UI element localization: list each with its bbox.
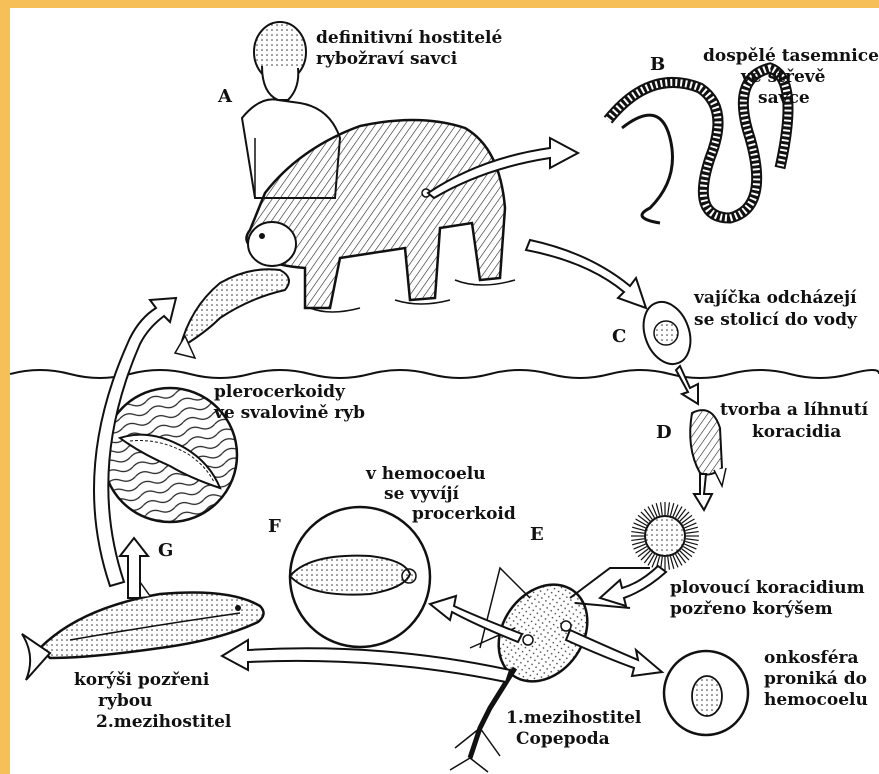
letter-g: G [158,540,173,561]
cilium [632,527,645,530]
label-onco-line3: hemocoelu [764,690,868,710]
cilium [632,541,645,544]
cilium [670,503,673,516]
cilium [685,541,698,544]
diagram-artwork [10,8,879,774]
letter-a: A [218,86,232,107]
cilium [644,553,652,563]
arrow-to-copepod [600,566,666,606]
label-eggs-line2: se stolicí do vody [694,310,857,330]
cilium [682,515,692,523]
cilium [686,539,699,541]
cilium [668,502,670,515]
letter-c: C [612,326,626,347]
cilium [631,532,644,534]
hatching-figure [690,410,726,486]
cilium [638,549,648,557]
label-float-line1: plovoucí koracidium [670,578,865,598]
letter-e: E [530,524,544,545]
label-adult-line2: ve střevě [741,67,826,87]
label-hatch-line2: koracidia [752,422,841,442]
label-plero-line2: ve svalovině ryb [214,403,365,423]
arrow-to-oncosphere [566,630,662,676]
fish-figure [22,582,264,680]
label-hemo-line2: se vyvíjí [384,484,459,504]
cilium [686,532,699,534]
letter-f: F [268,516,281,537]
cilium [680,551,689,560]
letter-b: B [650,54,665,75]
label-hemo-line3: procerkoid [412,504,516,524]
water-surface-line [10,370,879,378]
cilium [668,557,670,570]
cilium [638,515,648,523]
arrow-to-eggs [526,240,646,308]
cilium [644,509,652,519]
cilium [661,502,663,515]
label-fish-line3: 2.mezihostitel [96,712,231,732]
cilium [631,539,644,541]
label-host-line1: definitivní hostitelé [316,28,502,48]
label-adult-line3: savce [758,88,810,108]
label-hatch-line1: tvorba a líhnutí [720,400,868,420]
label-float-line2: pozřeno korýšem [670,599,833,619]
cilium [680,512,689,521]
cilium [678,509,686,519]
cilium [670,556,673,569]
label-first-host-line2: Copepoda [516,729,610,749]
cilium [678,553,686,563]
cilium [656,503,659,516]
label-fish-line1: korýši pozřeni [74,670,209,690]
cilium [682,549,692,557]
label-onco-line1: onkosféra [764,648,859,668]
label-onco-line2: proniká do [764,669,867,689]
cilium [685,527,698,530]
arrow-hatch-to-coracidium [694,474,712,510]
cilium [641,512,650,521]
label-eggs-line1: vajíčka odcházejí [694,288,857,308]
fish-in-mouth [175,269,289,358]
label-hemo-line1: v hemocoelu [366,464,486,484]
procercoid-figure [290,507,430,647]
label-fish-line2: rybou [98,691,152,711]
arrow-egg-to-hatch [676,366,698,404]
label-plero-line1: plerocerkoidy [214,382,345,402]
oncosphere-figure [664,651,748,735]
label-host-line2: rybožraví savci [316,49,457,69]
letter-d: D [656,422,672,443]
coracidium-figure [631,502,699,570]
cilium [641,551,650,560]
label-adult-line1: dospělé tasemnice [703,46,879,66]
label-first-host-line1: 1.mezihostitel [506,708,641,728]
